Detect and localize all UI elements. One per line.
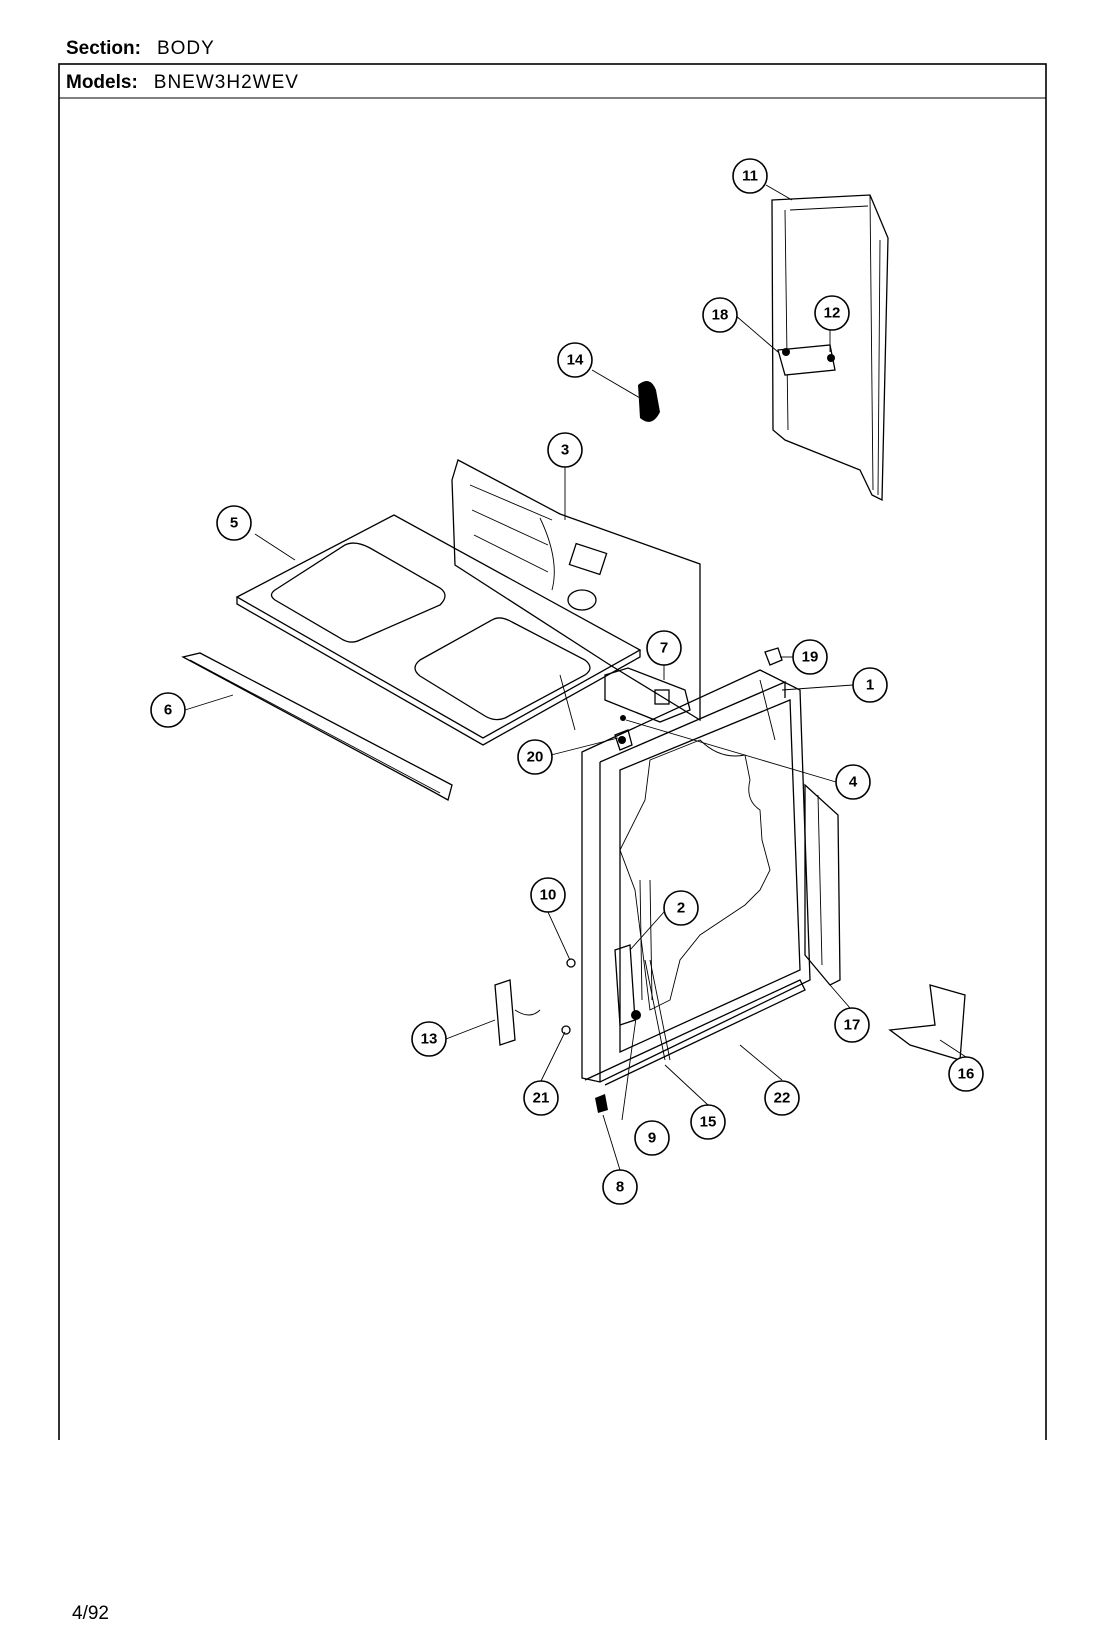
- models-value: BNEW3H2WEV: [153, 72, 299, 93]
- callout-12: 12: [814, 295, 850, 331]
- part-16-bracket: [888, 984, 966, 1061]
- part-5-cooktop: [235, 514, 642, 746]
- svg-text:7: 7: [660, 640, 668, 657]
- callout-14: 14: [557, 342, 593, 378]
- callout-3: 3: [547, 432, 583, 468]
- part-7-bracket: [604, 667, 691, 723]
- svg-text:21: 21: [533, 1090, 550, 1107]
- svg-text:12: 12: [824, 305, 841, 322]
- page-frame: [58, 63, 1047, 1440]
- callout-17: 17: [834, 1007, 870, 1043]
- section-label: Section:: [66, 38, 141, 59]
- callout-6: 6: [150, 692, 186, 728]
- callout-19: 19: [792, 639, 828, 675]
- section-heading: Section: BODY: [66, 38, 215, 60]
- svg-text:19: 19: [802, 649, 819, 666]
- part-13-valve: [494, 979, 541, 1046]
- part-8-leveler: [595, 1094, 608, 1113]
- part-1-body-frame: [581, 669, 811, 1086]
- callout-2: 2: [663, 890, 699, 926]
- callout-15: 15: [690, 1104, 726, 1140]
- callout-10: 10: [530, 877, 566, 913]
- svg-text:9: 9: [648, 1130, 656, 1147]
- part-11-rear-panel: [771, 194, 889, 502]
- part-19-clip: [764, 647, 783, 666]
- part-6-front-rail: [181, 652, 453, 801]
- callout-11: 11: [732, 158, 768, 194]
- svg-text:6: 6: [164, 702, 172, 719]
- part-9-screw: [631, 1010, 641, 1020]
- parts-diagram: 1 2 3 4 5 6 7 8 9 10 11 12 13 14 15 16 1…: [58, 63, 1047, 1440]
- callout-21: 21: [523, 1080, 559, 1116]
- svg-text:2: 2: [677, 900, 685, 917]
- callout-4: 4: [835, 764, 871, 800]
- models-label: Models:: [66, 72, 138, 93]
- part-17-side-bracket: [804, 783, 841, 986]
- callout-9: 9: [634, 1120, 670, 1156]
- svg-text:20: 20: [527, 749, 544, 766]
- callout-1: 1: [852, 667, 888, 703]
- callout-13: 13: [411, 1021, 447, 1057]
- callout-22: 22: [764, 1080, 800, 1116]
- part-4-screw: [620, 715, 626, 721]
- part-3-back-panel: [451, 459, 701, 722]
- callout-7: 7: [646, 630, 682, 666]
- svg-text:15: 15: [700, 1114, 717, 1131]
- part-10-screw: [566, 958, 576, 968]
- revision-date: 4/92: [72, 1603, 109, 1624]
- callout-8: 8: [602, 1169, 638, 1205]
- models-heading: Models: BNEW3H2WEV: [66, 72, 299, 94]
- part-21-screw: [561, 1025, 571, 1035]
- leader-lines: [184, 184, 967, 1171]
- svg-text:13: 13: [421, 1031, 438, 1048]
- svg-text:14: 14: [567, 352, 584, 369]
- svg-text:10: 10: [540, 887, 557, 904]
- section-value: BODY: [156, 38, 215, 59]
- part-20-clip: [614, 729, 633, 751]
- svg-text:22: 22: [774, 1090, 791, 1107]
- svg-text:18: 18: [712, 307, 729, 324]
- part-2-15-springs: [614, 944, 671, 1061]
- svg-text:1: 1: [866, 677, 874, 694]
- svg-text:17: 17: [844, 1017, 861, 1034]
- svg-text:16: 16: [958, 1066, 975, 1083]
- callout-18: 18: [702, 297, 738, 333]
- svg-text:4: 4: [849, 774, 858, 791]
- part-18-bracket: [777, 344, 836, 376]
- svg-text:8: 8: [616, 1179, 624, 1196]
- callout-20: 20: [517, 739, 553, 775]
- svg-text:11: 11: [742, 168, 758, 185]
- part-14-knob: [638, 381, 660, 422]
- svg-text:3: 3: [561, 442, 569, 459]
- svg-text:5: 5: [230, 515, 238, 532]
- callout-5: 5: [216, 505, 252, 541]
- callout-16: 16: [948, 1056, 984, 1092]
